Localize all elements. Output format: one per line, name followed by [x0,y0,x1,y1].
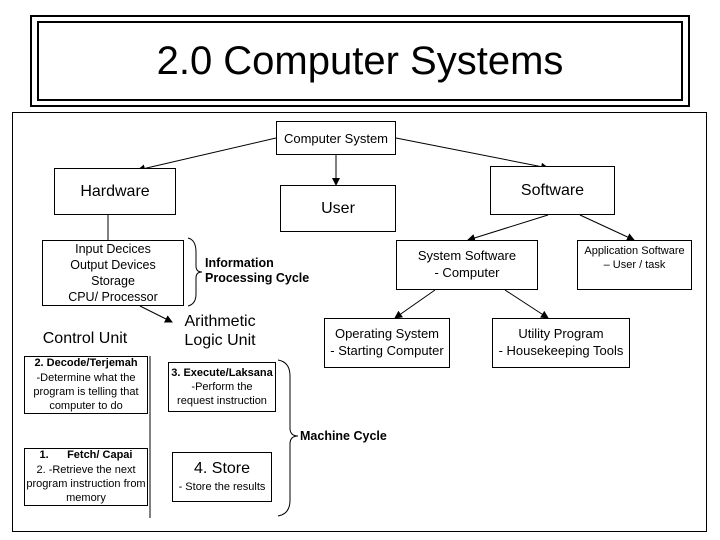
software-node: Software [490,166,615,215]
information-processing-cycle-label: Information Processing Cycle [205,256,310,285]
application-software-node: Application Software – User / task [577,240,692,290]
utility-program-node: Utility Program - Housekeeping Tools [492,318,630,368]
arrow-to-application-software [579,214,635,241]
user-node: User [280,185,396,232]
hardware-components-node: Input Decices Output Devices Storage CPU… [42,240,184,306]
execute-step-node: 3. Execute/Laksana -Perform the request … [168,362,276,412]
arrow-to-alu [139,305,173,323]
operating-system-node: Operating System - Starting Computer [324,318,450,368]
alu-label: Arithmetic Logic Unit [184,313,256,350]
arrow-to-utility-program [504,289,549,319]
brace-info-cycle [187,237,203,307]
computer-system-node: Computer System [276,121,396,155]
arrow-to-hardware [137,137,277,173]
arrow-to-software [395,137,549,171]
diagram-frame [12,112,707,532]
store-step-node: 4. Store - Store the results [172,452,272,502]
page-title: 2.0 Computer Systems [37,21,683,101]
arrow-to-operating-system [394,289,436,319]
fetch-step-heading: Fetch/ Capai [67,449,133,462]
system-software-node: System Software - Computer [396,240,538,290]
fetch-step-node: 1. Fetch/ Capai 2. -Retrieve the next pr… [24,448,148,506]
fetch-step-number: 1. [39,449,49,462]
machine-cycle-label: Machine Cycle [300,429,387,443]
control-unit-label: Control Unit [42,330,128,347]
title-frame-outer [30,15,690,107]
brace-machine-cycle [277,359,299,517]
hardware-node: Hardware [54,168,176,215]
decode-step-node: 2. Decode/Terjemah -Determine what the p… [24,356,148,414]
arrow-to-system-software [467,214,549,242]
